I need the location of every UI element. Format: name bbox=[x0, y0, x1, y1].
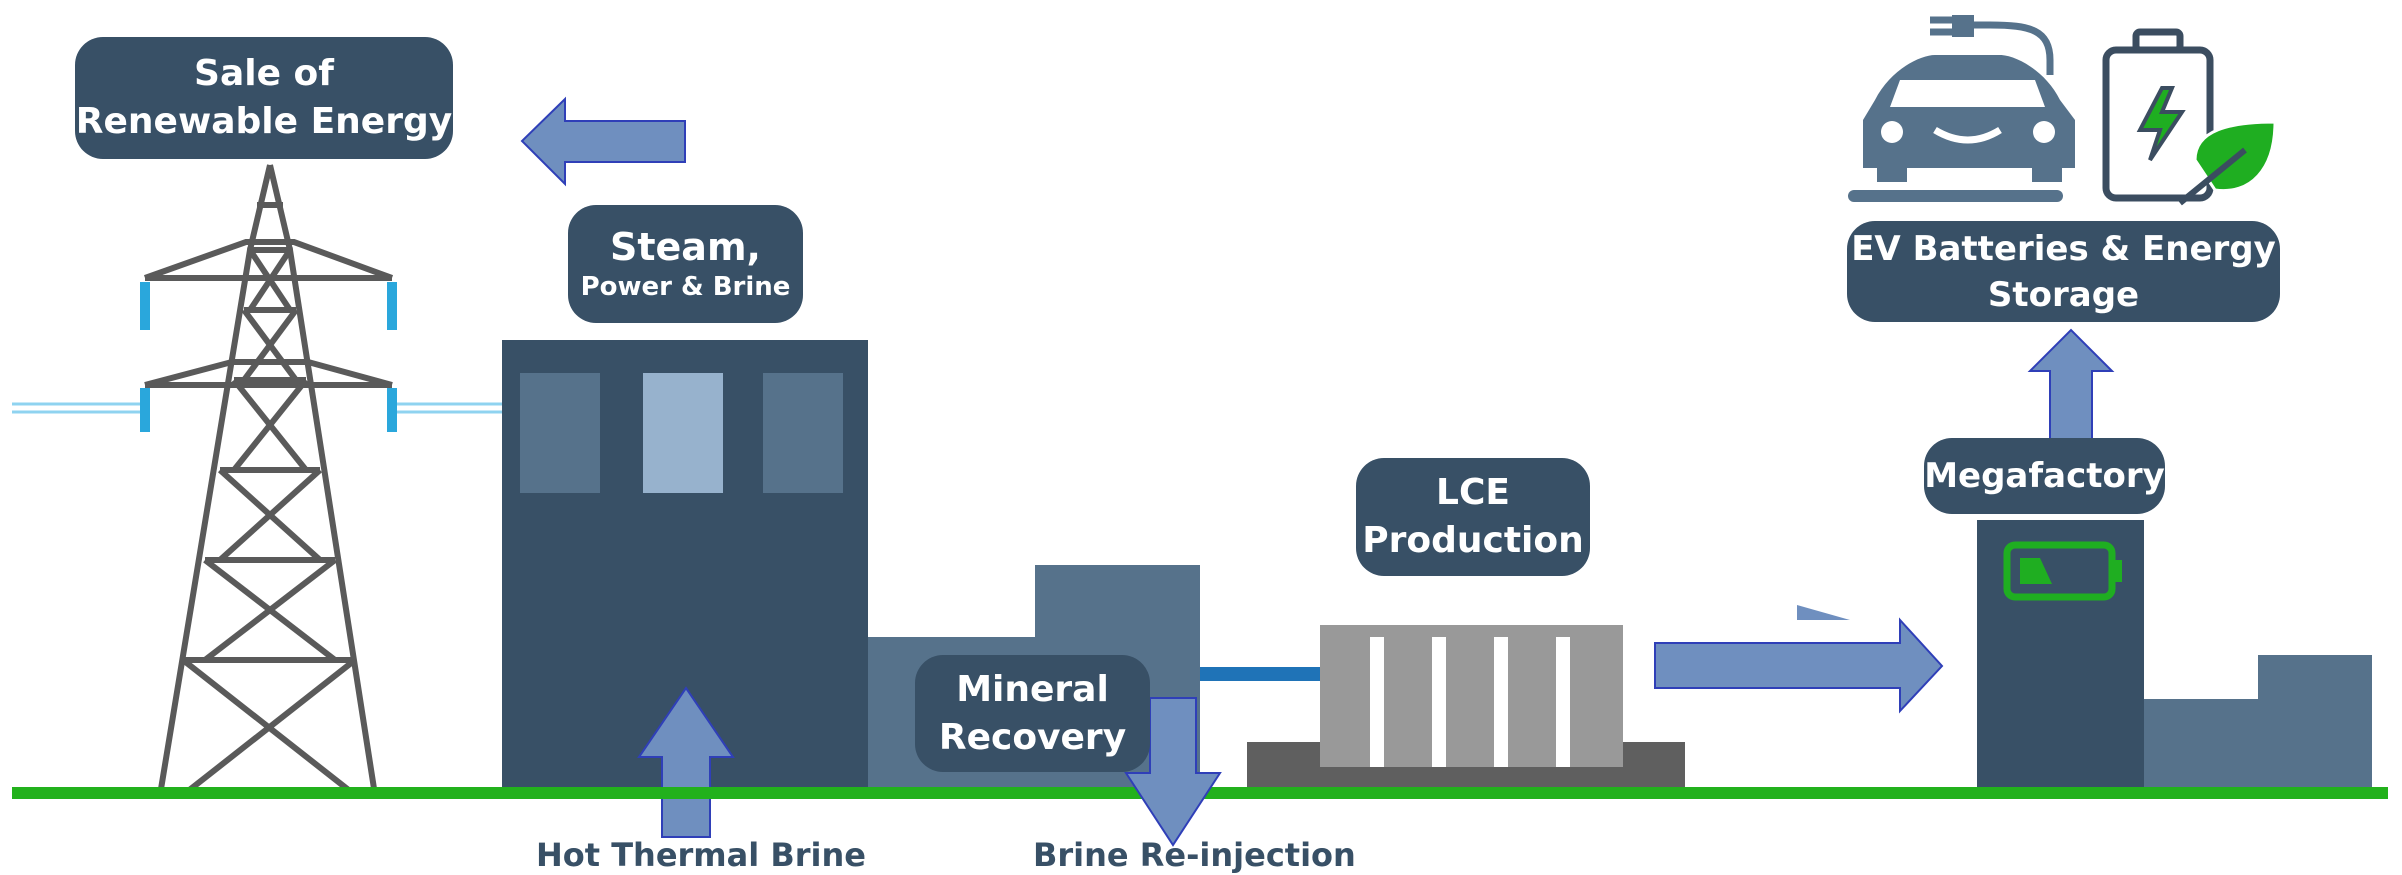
battery-icon bbox=[2102, 28, 2214, 202]
plug-icon bbox=[1930, 15, 2054, 75]
lce-line1: LCE bbox=[1436, 472, 1510, 513]
lce-production-label: LCE Production bbox=[1356, 458, 1590, 576]
megafactory-label: Megafactory bbox=[1924, 438, 2165, 514]
pipe bbox=[1200, 667, 1320, 681]
steam-power-brine-label: Steam, Power & Brine bbox=[568, 205, 803, 323]
sale-line1: Sale of bbox=[194, 53, 334, 94]
lce-line2: Production bbox=[1362, 520, 1584, 561]
megafactory-text: Megafactory bbox=[1924, 456, 2165, 496]
ev-line1: EV Batteries & Energy bbox=[1851, 228, 2276, 269]
arrow-to-sale bbox=[520, 96, 686, 187]
power-lines bbox=[12, 402, 502, 414]
steam-line1: Steam, bbox=[610, 225, 761, 269]
brine-reinjection-label: Brine Re-injection bbox=[1033, 836, 1356, 874]
arrow-to-ev bbox=[2027, 328, 2115, 441]
car-icon bbox=[1848, 55, 2075, 202]
leaf-icon bbox=[2178, 120, 2277, 206]
mineral-line1: Mineral bbox=[956, 668, 1109, 710]
arrow-hot-brine bbox=[637, 686, 735, 838]
ev-batteries-label: EV Batteries & Energy Storage bbox=[1847, 221, 2280, 322]
lce-plant bbox=[1247, 625, 1685, 795]
sale-renewable-label: Sale of Renewable Energy bbox=[75, 37, 453, 159]
arrow-reinjection bbox=[1124, 697, 1222, 847]
hot-thermal-brine-label: Hot Thermal Brine bbox=[536, 836, 866, 874]
steam-line2: Power & Brine bbox=[580, 272, 791, 302]
ev-line2: Storage bbox=[1987, 274, 2140, 315]
arrow-to-megafactory bbox=[1654, 617, 1944, 714]
battery-charge-icon bbox=[2003, 541, 2122, 601]
arrow-fragment bbox=[1797, 605, 1850, 620]
transmission-tower-icon bbox=[140, 164, 397, 798]
mineral-recovery-label: Mineral Recovery bbox=[915, 655, 1150, 772]
mineral-line2: Recovery bbox=[938, 716, 1127, 758]
sale-line2: Renewable Energy bbox=[75, 101, 453, 142]
